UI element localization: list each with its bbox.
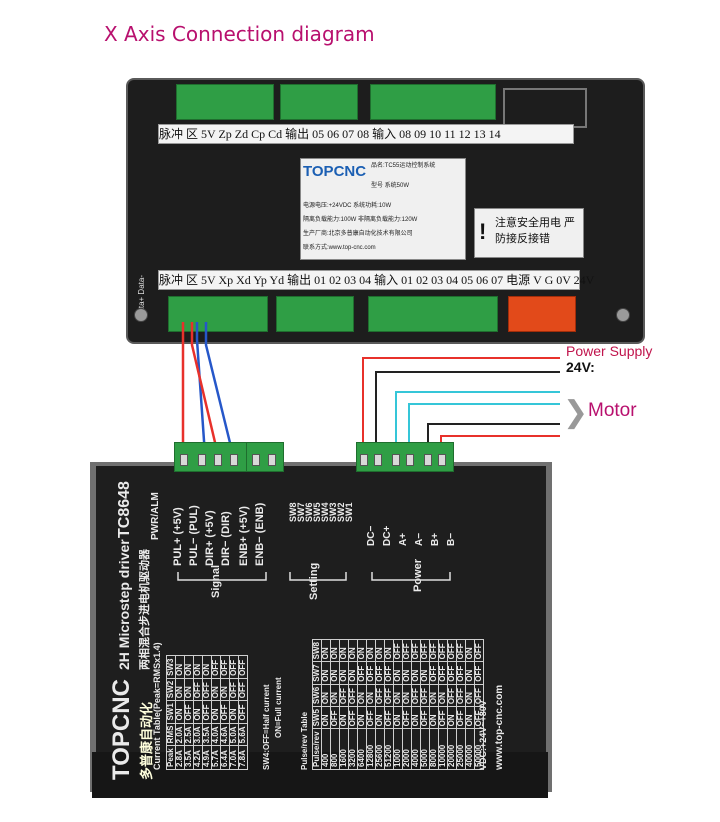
pin	[360, 454, 368, 466]
signal-bracket	[177, 572, 267, 581]
current-table-title: Current Table(Peak=RMSx1.4)	[152, 642, 162, 770]
power-bracket	[371, 572, 451, 581]
pin	[424, 454, 432, 466]
current-table-cell: OFF	[238, 700, 248, 724]
nameplate-line-6: 联系方式:www.top-cnc.com	[303, 245, 376, 251]
motor-bracket-icon: ❯	[563, 395, 589, 430]
current-table-cell: 5.6A	[238, 723, 248, 746]
pin	[374, 454, 382, 466]
mount-screw-right	[616, 308, 630, 322]
current-table-cell: OFF	[238, 656, 248, 679]
mount-screw-left	[134, 308, 148, 322]
power-supply-label: Power Supply	[566, 343, 653, 359]
controller-warning-plate: ! 注意安全用电 严防接反接错	[474, 208, 584, 258]
pin	[406, 454, 414, 466]
pin	[392, 454, 400, 466]
nameplate-brand: TOPCNC	[303, 163, 367, 180]
bottom-label-text: 脉冲 区 5V Xp Xd Yp Yd 输出 01 02 03 04 输入 01…	[159, 273, 595, 287]
warning-icon: !	[479, 219, 487, 244]
wire-xd-red	[190, 322, 220, 456]
controller-bottom-terminal-2	[276, 296, 354, 332]
controller-top-terminal-2	[280, 84, 358, 120]
motor-label: Motor	[588, 400, 637, 421]
wire-power-black	[375, 371, 560, 455]
vdc-rating: VDC:+24V~+80V	[478, 700, 488, 770]
controller-bottom-label-strip: 脉冲 区 5V Xp Xd Yp Yd 输出 01 02 03 04 输入 01…	[158, 270, 594, 290]
controller-top-terminal-3	[370, 84, 496, 120]
stepper-driver	[96, 466, 546, 790]
half-current-note: SW4:OFF=Half current	[262, 684, 271, 770]
nameplate-line-1: 品名:TC55运动控制系统	[371, 163, 436, 169]
voltage-label: 24V:	[566, 359, 595, 375]
pin	[180, 454, 188, 466]
controller-bottom-terminal-1	[168, 296, 268, 332]
driver-heatsink-base	[92, 752, 548, 798]
controller-bottom-terminal-3	[368, 296, 498, 332]
pin	[268, 454, 276, 466]
wire-motor-cyan1	[395, 391, 560, 455]
pulse-table-title: Pulse/rev Table	[300, 711, 309, 770]
current-table-cell: 7.8A	[238, 745, 248, 770]
warning-text: 注意安全用电 严防接反接错	[495, 217, 576, 245]
pulse-table-cell: OFF	[474, 661, 484, 685]
wire-xd-blue	[204, 322, 235, 456]
nameplate-line-3: 电源电压:+24VDC 系统功耗:10W	[303, 203, 392, 209]
setting-bracket	[289, 572, 347, 581]
wire-power-red	[362, 357, 560, 455]
top-label-text: 脉冲 区 5V Zp Zd Cp Cd 输出 05 06 07 08 输入 08…	[159, 127, 501, 141]
controller-top-terminal-1	[176, 84, 274, 120]
pin	[438, 454, 446, 466]
pulse-table-cell: OFF	[474, 639, 484, 662]
current-table-cell: OFF	[238, 678, 248, 701]
pin	[252, 454, 260, 466]
driver-power-terminal	[356, 442, 454, 472]
diagram-title: X Axis Connection diagram	[104, 22, 375, 46]
wire-motor-cyan2	[408, 403, 560, 455]
pin	[198, 454, 206, 466]
pin	[230, 454, 238, 466]
controller-top-label-strip: 脉冲 区 5V Zp Zd Cp Cd 输出 05 06 07 08 输入 08…	[158, 124, 574, 144]
nameplate-line-4: 隔离负载能力:100W 非隔离负载能力:120W	[303, 217, 418, 223]
nameplate-line-5: 生产厂商:北京多普康自动化技术有限公司	[303, 231, 413, 237]
driver-website: www.top-cnc.com	[494, 684, 505, 770]
nameplate-line-2: 型号 系统50W	[371, 183, 410, 189]
pin	[214, 454, 222, 466]
full-current-note: ON=Full current	[274, 677, 283, 738]
controller-nameplate: TOPCNC 品名:TC55运动控制系统 型号 系统50W 电源电压:+24VD…	[300, 158, 466, 260]
controller-power-terminal	[508, 296, 576, 332]
wire-xp-blue	[195, 322, 207, 456]
